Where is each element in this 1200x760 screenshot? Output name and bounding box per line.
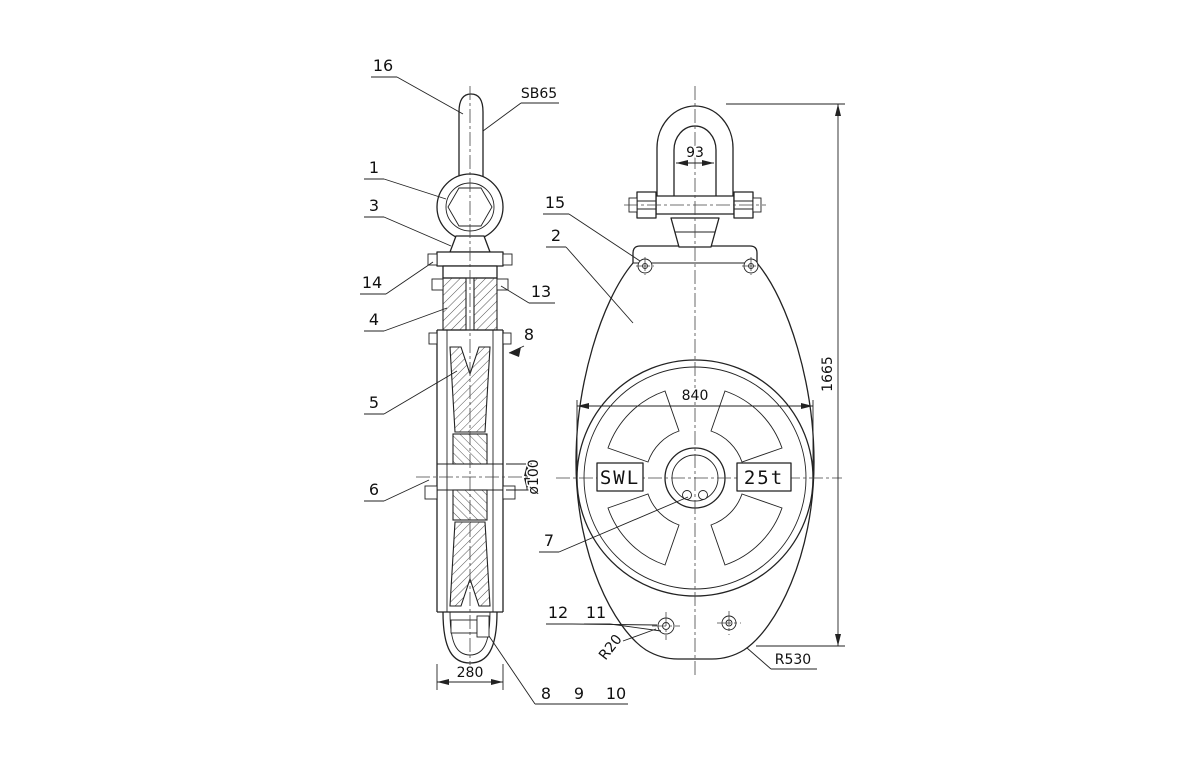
bolt-bottom-right [717,611,741,635]
leader-16 [396,76,464,115]
side-view: 280 ø100 16 SB65 1 3 14 13 [360,56,628,705]
leader-11 [609,623,662,632]
becket-nut [476,615,490,638]
callout-5: 5 [369,393,379,412]
head-section-right [473,277,498,331]
callout-2: 2 [551,226,561,245]
callout-3: 3 [369,196,379,215]
front-callouts: 15 2 7 12 11 [539,193,689,632]
head-bolt-left [431,278,444,291]
hub-bolt-right [698,490,708,500]
callout-13: 13 [531,282,551,301]
axle-nut-left [424,485,438,500]
head-bolt-right [496,278,509,291]
lightening-slot-se [710,493,783,566]
dim-840: 840 [576,387,814,471]
callout-9: 9 [574,684,584,703]
leader-7 [558,496,689,553]
callout-7: 7 [544,531,554,550]
callout-15: 15 [545,193,565,212]
leader-r530 [746,647,772,670]
shackle-pin-side [458,93,484,195]
callout-8: 8 [541,684,551,703]
leader-5 [383,370,458,415]
lightening-slot-sw [607,493,680,566]
dim-840-text: 840 [682,388,709,404]
section-flag [509,347,521,357]
leader-2 [565,246,634,324]
callout-12: 12 [548,603,568,622]
swl-box: SWL [596,462,644,492]
r20-text: R20 [596,632,626,664]
leader-4 [383,307,448,332]
crosshead-bolt-right [502,253,513,266]
leader-sb65 [482,102,522,132]
dim-280-text: 280 [457,665,484,681]
dim-1665: 1665 [726,103,845,647]
callout-6: 6 [369,480,379,499]
leader-1 [383,178,447,200]
label-sb65: SB65 [521,86,557,102]
front-view: SWL 25t 93 [539,86,845,676]
dim-93-text: 93 [686,145,704,161]
swl-text: SWL [600,467,640,489]
bolt-top-right [742,257,760,275]
spacer-bolt-top-right [502,332,512,345]
axle [424,463,516,500]
leader-6 [383,479,430,502]
axle-nut-right [502,485,516,500]
leader-14 [385,261,434,295]
side-callouts: 16 SB65 1 3 14 13 4 8 5 [360,56,628,705]
capacity-box: 25t [736,462,792,492]
becket-pin [450,619,478,634]
callout-4: 4 [369,310,379,329]
head-section-left [442,277,467,331]
becket [442,611,498,664]
bolt-top-left [636,257,654,275]
dim-280: 280 [436,664,504,690]
leader-13 [500,285,530,304]
leader-r20 [622,628,657,642]
dim-dia100: ø100 [506,458,544,496]
radius-r530: R530 [746,647,817,670]
crosshead-bolt-left [427,253,438,266]
callout-16: 16 [373,56,393,75]
callout-14: 14 [362,273,382,292]
dim-93: 93 [676,144,714,166]
hub-bolt-left [682,490,692,500]
capacity-text: 25t [744,467,784,489]
dim-dia100-text: ø100 [526,459,542,494]
callout-8-section: 8 [524,325,534,344]
r530-text: R530 [775,652,811,668]
callout-10: 10 [606,684,626,703]
leader-15 [568,213,641,262]
bolt-bottom-left [652,612,680,640]
callout-11: 11 [586,603,606,622]
leader-8-9-10 [488,635,536,705]
spacer-bolt-top-left [428,332,438,345]
leader-3 [383,216,452,247]
callout-1: 1 [369,158,379,177]
dim-1665-text: 1665 [820,356,836,392]
